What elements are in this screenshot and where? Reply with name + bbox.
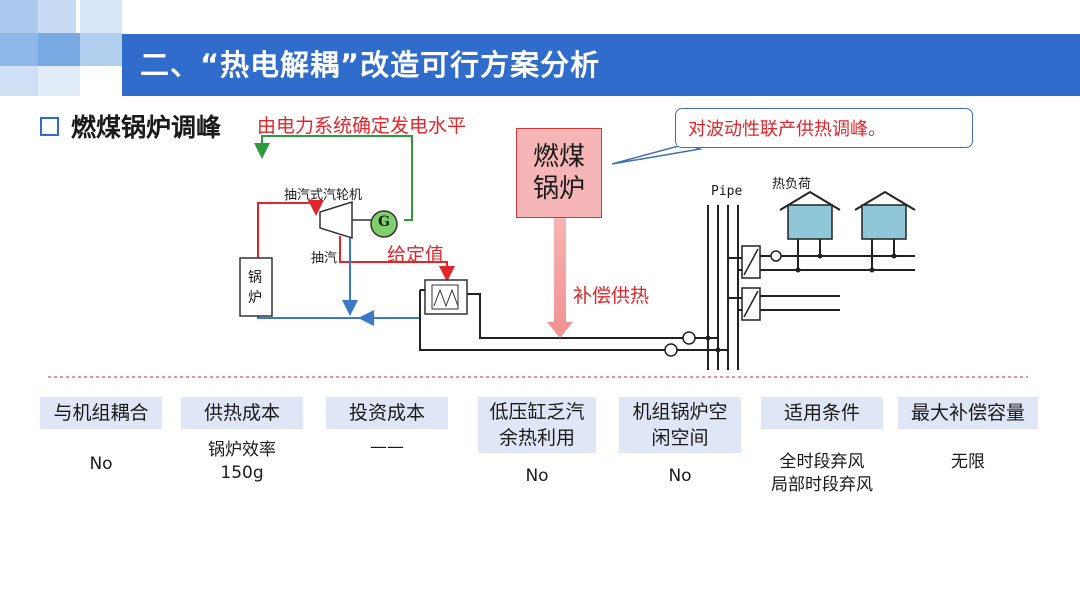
table-header: 与机组耦合 (40, 397, 162, 429)
coal-boiler-label-2: 锅炉 (532, 174, 585, 204)
pump-icon (770, 250, 782, 262)
power-level-label: 由电力系统确定发电水平 (257, 115, 467, 137)
section-title: 燃煤锅炉调峰 (40, 110, 221, 146)
callout-pointer-cover (677, 140, 703, 146)
supply-pipe (467, 293, 718, 339)
coal-boiler-label-1: 燃煤 (532, 142, 585, 172)
coal-boiler-box: 燃煤 锅炉 (516, 128, 602, 218)
table-header: 适用条件 (761, 397, 883, 429)
table-header: 低压缸乏汽余热利用 (478, 397, 596, 453)
header-deco-square (38, 66, 80, 96)
table-value: No (89, 454, 113, 474)
header-deco-square (80, 0, 122, 33)
section-title-text: 燃煤锅炉调峰 (71, 113, 222, 142)
compensation-label: 补偿供热 (573, 285, 650, 307)
power-control-line (254, 135, 413, 221)
house-icon (779, 190, 841, 270)
return-pipe (419, 290, 728, 351)
header-deco-square (80, 33, 122, 66)
header-deco-square (38, 33, 80, 66)
header-deco-square (0, 66, 38, 96)
boiler-small-label-2: 炉 (248, 290, 262, 306)
header-bar (122, 34, 1080, 96)
turbine-label: 抽汽式汽轮机 (284, 188, 363, 203)
header-deco-square (0, 0, 38, 33)
generator-label: G (378, 214, 390, 230)
setpoint-label: 给定值 (387, 244, 445, 266)
heat-load-label: 热负荷 (772, 177, 812, 192)
table-header: 投资成本 (326, 397, 448, 429)
pump-icon (682, 331, 696, 345)
pump-icon (664, 343, 678, 357)
table-value: No (668, 466, 692, 486)
bullet-square-icon (40, 116, 59, 136)
table-value: No (525, 466, 549, 486)
extraction-line (339, 236, 455, 282)
table-value: 无限 (951, 452, 985, 472)
table-header: 供热成本 (181, 397, 303, 429)
header-deco-square (38, 0, 76, 33)
compensation-arrow (547, 218, 573, 338)
callout-text: 对波动性联产供热调峰。 (688, 119, 886, 140)
page-title: 二、“热电解耦”改造可行方案分析 (140, 48, 601, 82)
table-value: —— (370, 437, 404, 457)
pipe-label: Pipe (711, 184, 743, 199)
table-value: 全时段弃风局部时段弃风 (771, 452, 873, 495)
table-header: 最大补偿容量 (898, 397, 1038, 429)
generator-icon (370, 210, 398, 238)
header-deco-square (0, 33, 38, 66)
boiler-small-icon (239, 257, 273, 317)
extraction-label: 抽汽 (311, 251, 338, 266)
table-header: 机组锅炉空闲空间 (619, 397, 741, 453)
house-icon (854, 190, 916, 270)
callout-box: 对波动性联产供热调峰。 (675, 108, 973, 148)
turbine-icon (319, 200, 353, 240)
return-line-b (257, 316, 362, 319)
steam-line (257, 200, 324, 258)
boiler-small-label-1: 锅 (248, 270, 262, 286)
